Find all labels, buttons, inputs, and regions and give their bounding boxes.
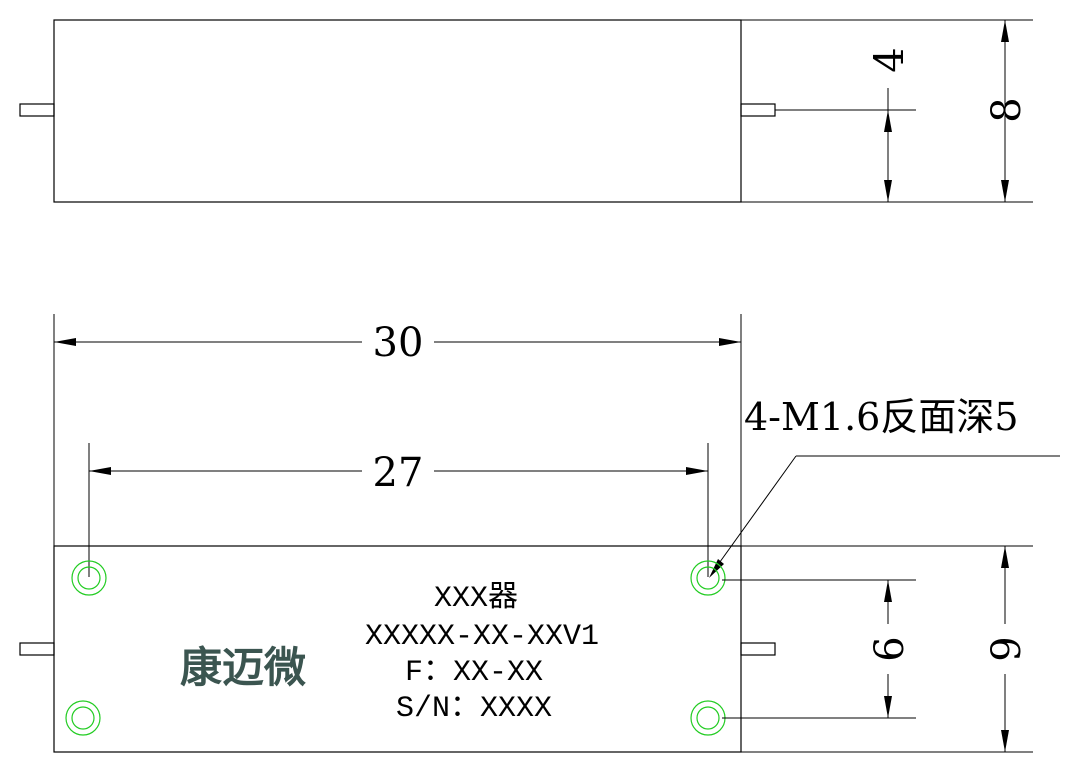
dimension-30: 30 [54,320,741,366]
top-left-connector-pin [19,103,55,117]
dimension-8: 8 [984,20,1030,202]
product-label: XXX器 XXXXX-XX-XXV1 F：XX-XX S/N：XXXX [365,582,599,726]
dimension-4: 4 [867,47,913,202]
mounting-hole-top-left [71,560,107,596]
front-left-connector-pin [19,642,55,656]
mounting-hole-bottom-right [690,700,726,736]
dimension-27-label: 27 [373,450,424,496]
product-name: XXX器 [434,582,518,616]
mounting-hole-bottom-left [65,700,101,736]
dimension-6: 6 [867,580,913,718]
company-logo: 康迈微 [180,643,306,692]
dimension-8-label: 8 [984,97,1030,122]
dimension-6-label: 6 [867,636,913,661]
dimension-9: 9 [984,546,1030,752]
product-model: XXXXX-XX-XXV1 [365,620,599,654]
dimension-9-label: 9 [984,636,1030,661]
product-frequency: F：XX-XX [405,656,543,690]
thread-callout: 4-M1.6反面深5 [709,395,1060,578]
top-body-outline [53,19,742,203]
dimension-4-label: 4 [867,47,913,72]
dimension-27: 27 [89,450,708,496]
thread-note-label: 4-M1.6反面深5 [744,395,1019,439]
product-serial: S/N：XXXX [396,692,552,726]
top-right-connector-pin [740,103,776,117]
front-right-connector-pin [740,642,776,656]
front-view: 30 27 4-M1.6反面深5 [19,314,1060,753]
mounting-hole-top-right [690,560,726,596]
top-view: 4 8 [19,19,1033,203]
dimension-30-label: 30 [373,320,424,366]
